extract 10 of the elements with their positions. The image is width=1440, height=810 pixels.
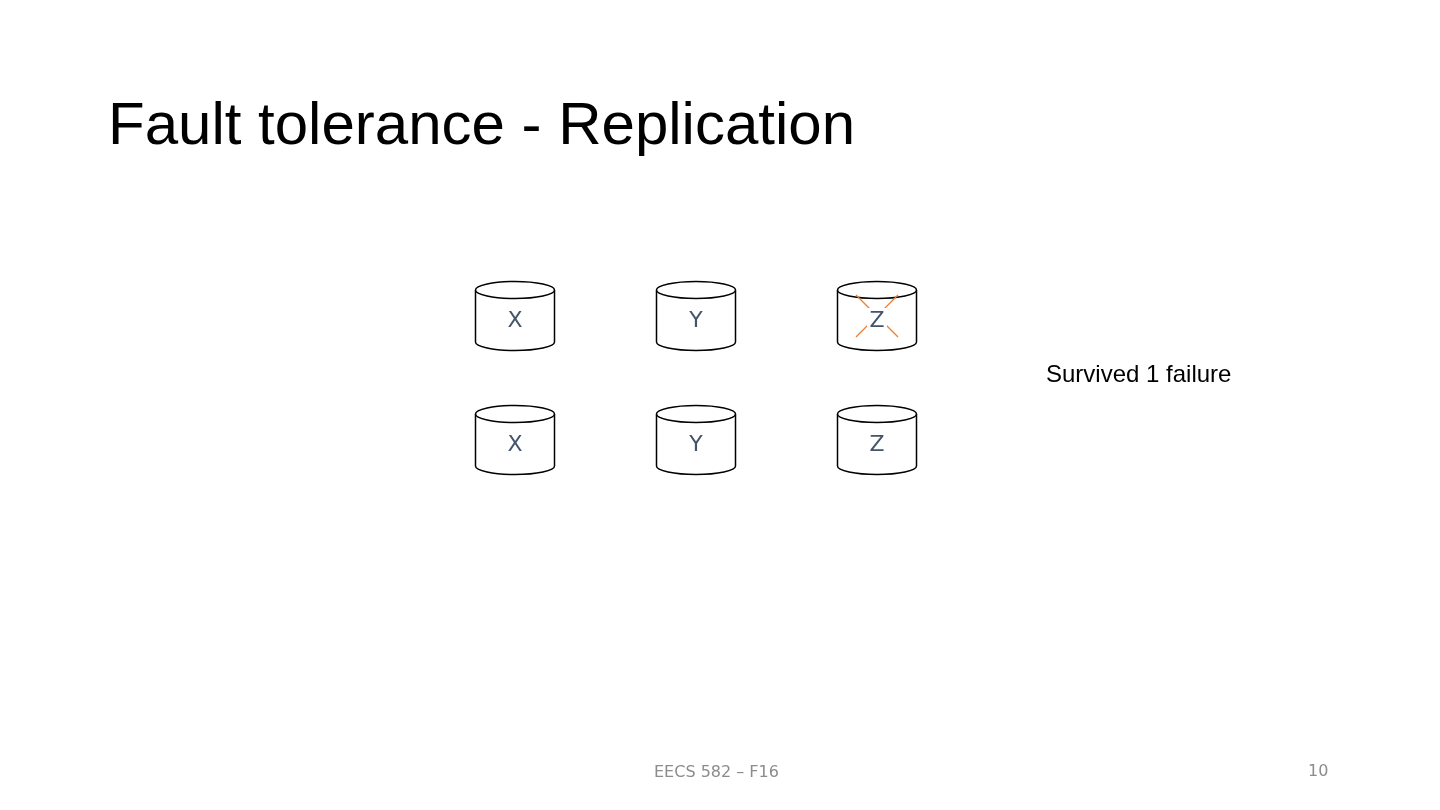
note-text: Survived 1 failure	[1046, 360, 1232, 388]
database-cylinder	[836, 404, 918, 476]
database-cylinder	[655, 280, 737, 352]
footer-text: EECS 582 – F16	[654, 762, 779, 781]
slide-title: Fault tolerance - Replication	[108, 89, 856, 159]
page-number: 10	[1308, 761, 1329, 780]
database-cylinder	[836, 280, 918, 352]
database-cylinder	[474, 280, 556, 352]
database-cylinder	[655, 404, 737, 476]
database-cylinder	[474, 404, 556, 476]
